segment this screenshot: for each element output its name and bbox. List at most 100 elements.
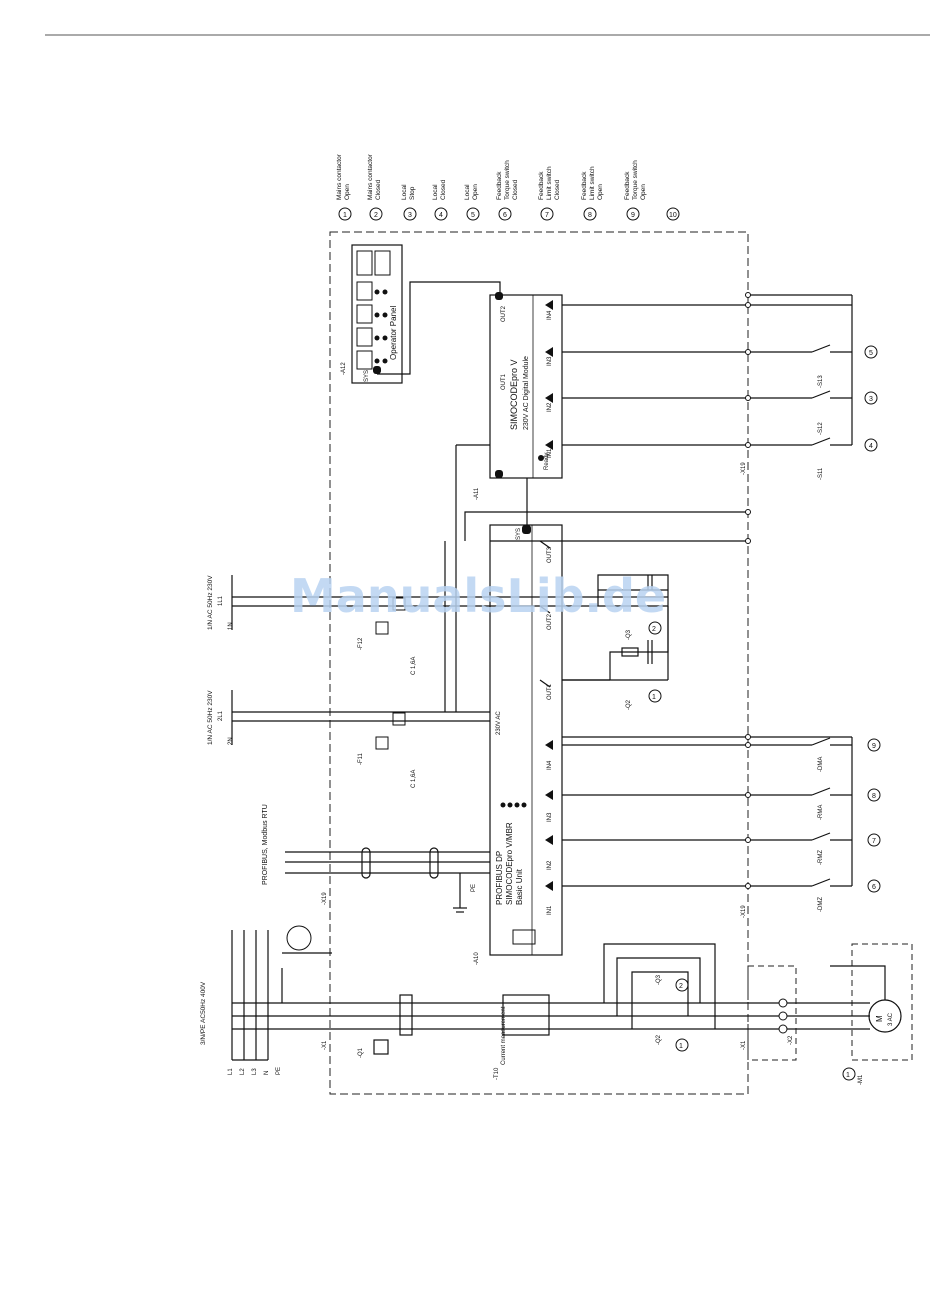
switch-rma: -RMA xyxy=(818,805,824,820)
svg-text:OUT1: OUT1 xyxy=(547,683,553,700)
legend-circle-10 xyxy=(666,207,680,221)
legend-text: Local xyxy=(464,184,471,200)
fuse-f12-rating: C 1,6A xyxy=(411,657,417,675)
legend-number: 3 xyxy=(408,212,412,219)
svg-text:SYS: SYS xyxy=(364,370,370,382)
svg-text:1: 1 xyxy=(652,694,656,701)
legend-circle-6 xyxy=(498,207,512,221)
aux-supply-wires xyxy=(231,444,668,745)
basic-unit-bus: PROFIBUS DP xyxy=(495,851,504,905)
svg-text:2L1: 2L1 xyxy=(218,710,224,721)
switch-rmz: -RMZ xyxy=(818,850,824,865)
svg-text:-X19: -X19 xyxy=(741,462,747,475)
circled-marker-number: 4 xyxy=(869,443,873,450)
legend-circle-3 xyxy=(403,207,417,221)
svg-text:OUT3: OUT3 xyxy=(547,546,553,563)
svg-text:-X19: -X19 xyxy=(322,892,328,905)
basic-input-terminals xyxy=(745,734,751,889)
legend-circle-9 xyxy=(626,207,640,221)
switch-s12: -S12 xyxy=(818,422,824,435)
svg-text:N: N xyxy=(264,1071,270,1075)
legend-text: Feedback xyxy=(581,171,588,200)
legend-circle-4 xyxy=(434,207,448,221)
circled-marker-number: 5 xyxy=(869,350,873,357)
legend-text: Open xyxy=(344,184,351,200)
legend-text: Closed xyxy=(440,179,447,200)
svg-text:3 AC: 3 AC xyxy=(888,1012,894,1026)
cabinet-enclosure xyxy=(329,231,749,1095)
fuse-f11-rating: C 1,6A xyxy=(411,770,417,788)
aux-supply-2-label: 1/N AC 50Hz 230V xyxy=(207,575,214,630)
legend-number: 4 xyxy=(439,212,443,219)
svg-text:L1: L1 xyxy=(228,1068,234,1075)
aux-supply-1-label: 1/N AC 50Hz 230V xyxy=(207,690,214,745)
legend-number: 1 xyxy=(343,212,347,219)
legend-text: Torque switch xyxy=(504,160,511,200)
legend-number: 2 xyxy=(374,212,378,219)
legend-text: Feedback xyxy=(624,171,631,200)
legend-text: Feedback xyxy=(538,171,545,200)
svg-text:2: 2 xyxy=(652,626,656,633)
q1-ref: -Q1 xyxy=(358,1047,364,1058)
legend-number: 9 xyxy=(631,212,635,219)
svg-text:IN2: IN2 xyxy=(547,402,553,412)
switch-dmz: -DMZ xyxy=(818,897,824,912)
current-measurement-label: Current measurement xyxy=(501,1006,507,1065)
main-supply-wires xyxy=(231,930,870,1061)
basic-unit-sub: Basic Unit xyxy=(515,868,524,905)
legend-text: Local xyxy=(401,184,408,200)
basic-unit-supply: 230V AC xyxy=(496,711,502,735)
legend-text: Local xyxy=(432,184,439,200)
dm-input-symbols xyxy=(545,300,553,450)
svg-text:OUT1: OUT1 xyxy=(501,373,507,390)
circled-marker-number: 3 xyxy=(869,396,873,403)
svg-text:IN2: IN2 xyxy=(547,860,553,870)
x2-terminals xyxy=(778,998,788,1034)
circled-marker xyxy=(867,879,881,893)
legend-text: Limit switch xyxy=(546,166,553,200)
legend-circle-2 xyxy=(369,207,383,221)
legend-text: Open xyxy=(597,184,604,200)
svg-text:-T10: -T10 xyxy=(494,1067,500,1080)
svg-text:1: 1 xyxy=(846,1072,850,1079)
legend-text: Open xyxy=(472,184,479,200)
svg-text:OUT2: OUT2 xyxy=(547,613,553,630)
legend-text: Closed xyxy=(375,179,382,200)
basic-unit-ref: -A10 xyxy=(474,952,480,965)
legend-text: Stop xyxy=(409,186,416,200)
profibus-label: PROFIBUS, Modbus RTU xyxy=(262,804,269,885)
basic-unit-title: SIMOCODEpro V/MBR xyxy=(505,822,514,905)
circled-marker xyxy=(867,738,881,752)
svg-text:-Q3: -Q3 xyxy=(656,974,662,985)
dm-input-wires xyxy=(562,294,853,446)
operator-panel: Operator Panel SYS -A12 xyxy=(341,244,403,384)
circled-marker xyxy=(867,788,881,802)
earth-symbol xyxy=(286,925,312,951)
svg-text:IN4: IN4 xyxy=(547,310,553,320)
circled-marker xyxy=(867,833,881,847)
operator-panel-ref: -A12 xyxy=(341,362,347,375)
digital-module-sub: 230V AC Digital Module xyxy=(523,356,530,430)
digital-module-ref: -A11 xyxy=(474,487,480,500)
svg-text:-X2: -X2 xyxy=(788,1035,794,1045)
motor-enclosure xyxy=(851,943,913,1061)
legend-text: Torque switch xyxy=(632,160,639,200)
svg-text:PE: PE xyxy=(276,1067,282,1075)
switch-s13: -S13 xyxy=(818,375,824,388)
legend-number: 5 xyxy=(471,212,475,219)
circled-marker-number: 6 xyxy=(872,884,876,891)
basic-outputs xyxy=(539,540,551,688)
svg-text:OUT2: OUT2 xyxy=(501,305,507,322)
svg-text:L3: L3 xyxy=(252,1068,258,1075)
svg-text:1L1: 1L1 xyxy=(218,595,224,606)
legend-circle-1 xyxy=(338,207,352,221)
legend-text: Closed xyxy=(512,179,519,200)
operator-panel-label: Operator Panel xyxy=(389,306,398,360)
out3-wires xyxy=(464,478,748,542)
svg-text:2: 2 xyxy=(679,983,683,990)
circled-marker-number: 9 xyxy=(872,743,876,750)
svg-text:-F11: -F11 xyxy=(358,752,364,765)
contactor-circuit xyxy=(562,574,669,681)
